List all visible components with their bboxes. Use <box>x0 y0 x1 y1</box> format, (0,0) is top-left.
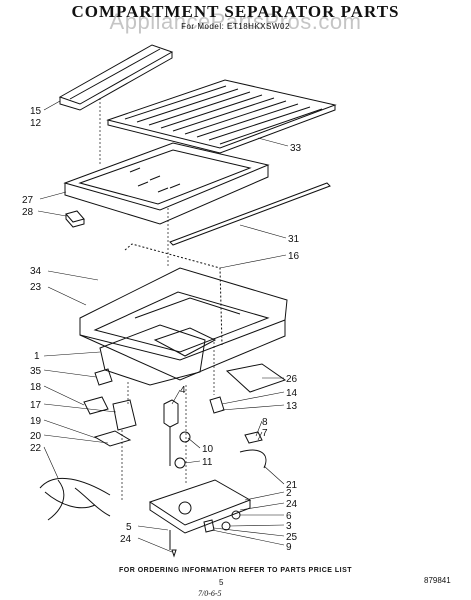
callout-7: 7 <box>262 428 268 439</box>
callout-20: 20 <box>30 431 42 442</box>
part-11 <box>174 457 186 469</box>
ordering-note: FOR ORDERING INFORMATION REFER TO PARTS … <box>118 567 353 574</box>
diagram-title: COMPARTMENT SEPARATOR PARTS <box>71 2 400 21</box>
handwritten-note: 7/0-6-5 <box>198 589 222 598</box>
callout-16: 16 <box>288 251 300 262</box>
document-number: 879841 <box>424 576 451 585</box>
callout-31: 31 <box>288 234 300 245</box>
callout-33: 33 <box>290 143 302 154</box>
callout-27: 27 <box>22 195 34 206</box>
part-4-post <box>163 399 179 428</box>
callout-21: 21 <box>286 480 298 491</box>
callout-5: 5 <box>126 522 132 533</box>
part-top-bar <box>58 44 174 111</box>
callout-28: 28 <box>22 207 34 218</box>
part-24-screw <box>171 549 177 558</box>
callout-14: 14 <box>286 388 298 399</box>
callout-19: 19 <box>30 416 42 427</box>
part-14-knob <box>209 396 225 414</box>
part-22-harness <box>39 477 111 521</box>
part-grille-cover <box>106 79 337 154</box>
part-19-control <box>93 430 132 447</box>
callout-35: 35 <box>30 366 42 377</box>
part-25 <box>203 519 215 533</box>
callout-1: 1 <box>34 351 40 362</box>
part-separator-frame <box>63 142 270 225</box>
callout-12: 12 <box>30 118 42 129</box>
part-base-housing <box>148 479 252 534</box>
callout-13: 13 <box>286 401 298 412</box>
callout-8: 8 <box>262 417 268 428</box>
callout-6: 6 <box>286 511 292 522</box>
page-number: 5 <box>219 578 224 587</box>
callout-4: 4 <box>180 385 186 396</box>
part-28-block <box>65 210 85 228</box>
callout-9: 9 <box>286 542 292 553</box>
callout-labels: 15 12 33 27 28 31 16 34 23 1 26 14 35 4 … <box>22 106 302 553</box>
callout-18: 18 <box>30 382 42 393</box>
part-21-wire <box>239 449 267 469</box>
watermark: AppliancePartsPros.com <box>109 9 362 34</box>
callout-3: 3 <box>286 521 292 532</box>
callout-17: 17 <box>30 400 42 411</box>
part-10 <box>179 431 191 443</box>
callout-22: 22 <box>30 443 42 454</box>
part-6 <box>231 510 241 520</box>
part-35 <box>94 368 113 386</box>
part-compartment-pan <box>79 267 288 381</box>
callout-24b: 24 <box>120 534 132 545</box>
part-16-gasket <box>124 243 223 346</box>
model-number: For Model: ET18HKXSW02 <box>181 22 290 31</box>
part-17-bracket <box>112 399 137 431</box>
callout-10: 10 <box>202 444 214 455</box>
part-18 <box>83 396 109 415</box>
part-31-strip <box>169 182 331 246</box>
callout-24: 24 <box>286 499 298 510</box>
callout-23: 23 <box>30 282 42 293</box>
callout-11: 11 <box>202 457 213 468</box>
callout-25: 25 <box>286 532 298 543</box>
part-26-panel <box>225 363 287 393</box>
callout-15: 15 <box>30 106 42 117</box>
callout-2: 2 <box>286 488 292 499</box>
part-8 <box>244 431 263 444</box>
callout-34: 34 <box>30 266 42 277</box>
callout-26: 26 <box>286 374 298 385</box>
